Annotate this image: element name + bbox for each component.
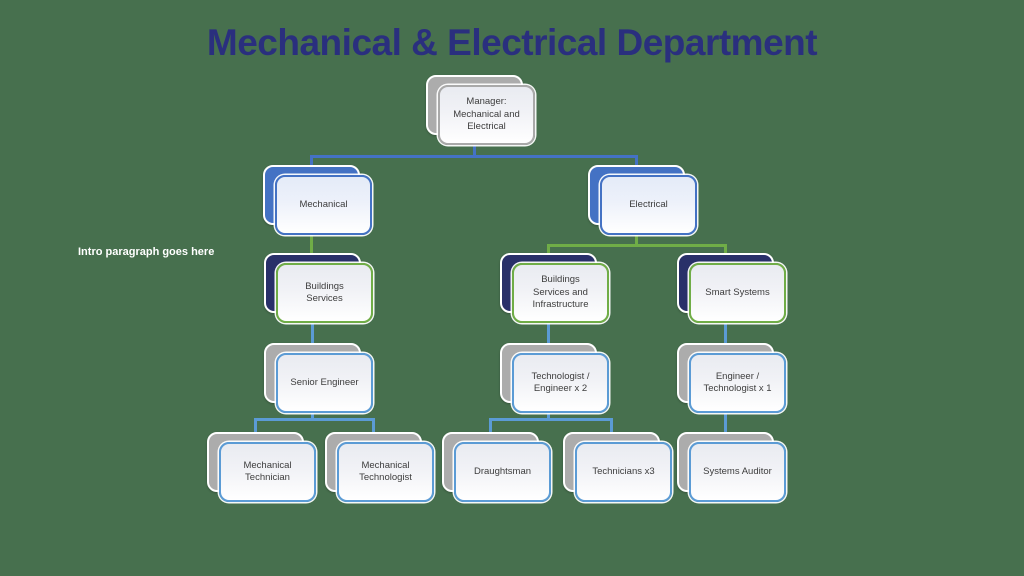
node-label: Systems Auditor: [703, 465, 772, 477]
node-label: Smart Systems: [705, 286, 770, 298]
node-label: Electrical: [629, 198, 668, 210]
connector-to-mechanical-technologist: [372, 418, 375, 444]
connector-technologist-horizontal: [489, 418, 613, 421]
org-node-engineer-technologist-x1[interactable]: Engineer / Technologist x 1: [677, 343, 786, 413]
connector-mechanical-to-buildings-services: [310, 235, 313, 267]
connector-bsi-to-technologist: [547, 323, 550, 357]
connector-electrical-drop: [635, 235, 638, 247]
node-label: Engineer / Technologist x 1: [703, 370, 772, 394]
node-label: Technicians x3: [592, 465, 655, 477]
node-label: Manager: Mechanical and Electrical: [453, 96, 520, 133]
connector-electrical-horizontal: [547, 244, 727, 247]
card: Buildings Services: [276, 263, 373, 323]
org-node-mechanical[interactable]: Mechanical: [263, 165, 372, 235]
card: Engineer / Technologist x 1: [689, 353, 786, 413]
org-node-mechanical-technician[interactable]: Mechanical Technician: [207, 432, 316, 502]
card: Draughtsman: [454, 442, 551, 502]
node-label: Technologist / Engineer x 2: [531, 370, 590, 394]
org-node-mechanical-technologist[interactable]: Mechanical Technologist: [325, 432, 434, 502]
org-node-technicians-x3[interactable]: Technicians x3: [563, 432, 672, 502]
org-node-systems-auditor[interactable]: Systems Auditor: [677, 432, 786, 502]
card: Technicians x3: [575, 442, 672, 502]
connector-to-draughtsman: [489, 418, 492, 444]
connector-senior-engineer-drop: [311, 413, 314, 421]
org-node-senior-engineer[interactable]: Senior Engineer: [264, 343, 373, 413]
connector-to-technicians-x3: [610, 418, 613, 444]
card: Mechanical Technologist: [337, 442, 434, 502]
org-node-smart-systems[interactable]: Smart Systems: [677, 253, 786, 323]
org-node-draughtsman[interactable]: Draughtsman: [442, 432, 551, 502]
card: Smart Systems: [689, 263, 786, 323]
org-node-technologist-engineer-x2[interactable]: Technologist / Engineer x 2: [500, 343, 609, 413]
card: Buildings Services and Infrastructure: [512, 263, 609, 323]
node-label: Mechanical Technologist: [359, 459, 412, 483]
card: Technologist / Engineer x 2: [512, 353, 609, 413]
node-label: Mechanical Technician: [243, 459, 292, 483]
org-node-manager[interactable]: Manager: Mechanical and Electrical: [426, 75, 535, 145]
card: Senior Engineer: [276, 353, 373, 413]
card: Mechanical Technician: [219, 442, 316, 502]
org-node-electrical[interactable]: Electrical: [588, 165, 697, 235]
card: Electrical: [600, 175, 697, 235]
card: Systems Auditor: [689, 442, 786, 502]
card: Manager: Mechanical and Electrical: [438, 85, 535, 145]
org-node-buildings-services[interactable]: Buildings Services: [264, 253, 373, 323]
intro-placeholder-text: Intro paragraph goes here: [78, 246, 215, 258]
slide-title: Mechanical & Electrical Department: [206, 22, 818, 63]
node-label: Buildings Services and Infrastructure: [532, 274, 589, 311]
connector-to-mechanical-technician: [254, 418, 257, 444]
connector-manager-drop: [473, 145, 476, 157]
card: Mechanical: [275, 175, 372, 235]
connector-technologist-drop: [547, 413, 550, 421]
connector-senior-engineer-horizontal: [254, 418, 375, 421]
node-label: Draughtsman: [473, 465, 532, 477]
connector-bs-to-senior-engineer: [311, 322, 314, 357]
connector-ss-to-engineer: [724, 323, 727, 357]
connector-manager-horizontal: [310, 155, 638, 158]
node-label: Senior Engineer: [290, 376, 359, 388]
node-label: Buildings Services: [305, 280, 344, 304]
org-node-buildings-services-infrastructure[interactable]: Buildings Services and Infrastructure: [500, 253, 609, 323]
node-label: Mechanical: [299, 198, 348, 210]
connector-to-systems-auditor: [724, 413, 727, 448]
